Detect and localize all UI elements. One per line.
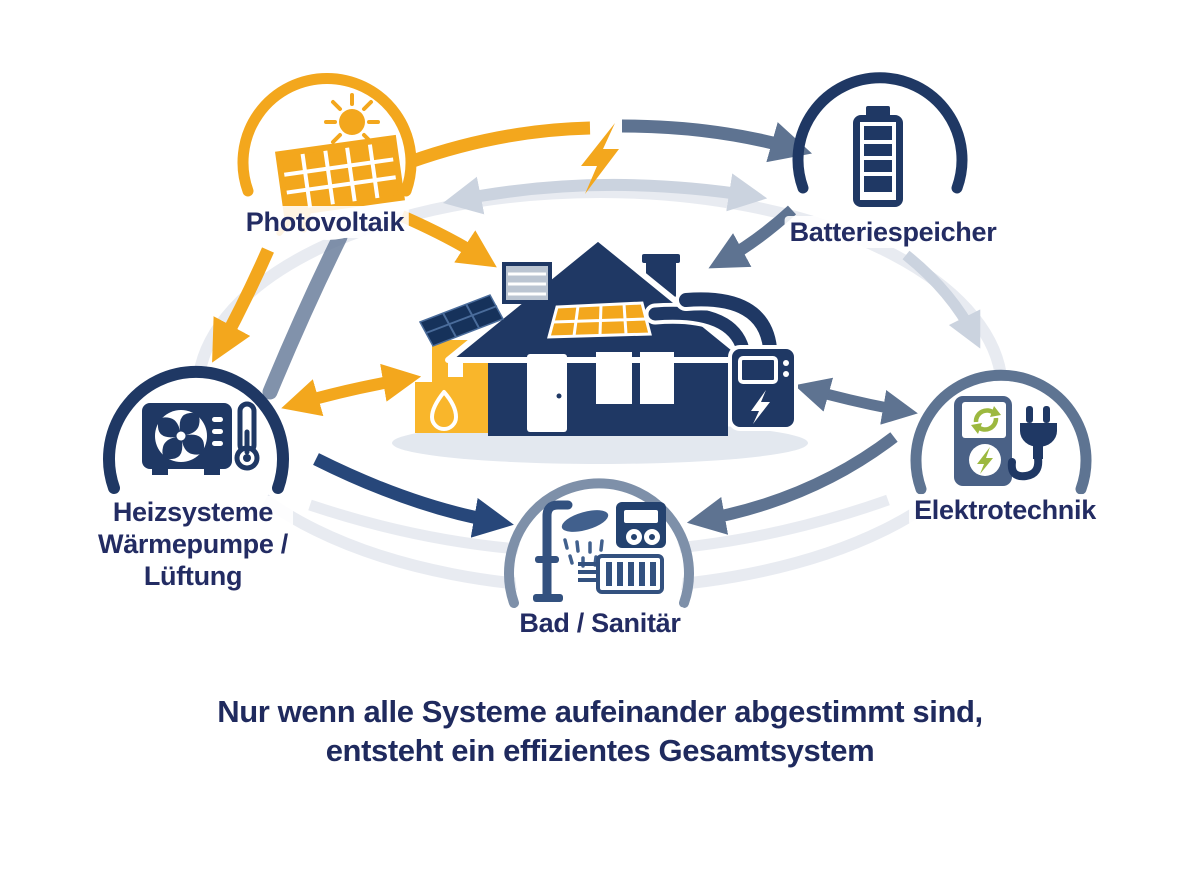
lightning-bolt-icon (581, 123, 619, 194)
heat-pump-thermometer-icon (142, 401, 260, 475)
arrow-heating-to-bath (313, 453, 514, 538)
photovoltaik-ring (237, 73, 417, 197)
bad-sanitaer-label: Bad / Sanitär (514, 607, 686, 639)
battery-icon (853, 106, 903, 207)
arrow-bolt-to-battery-slate (621, 119, 813, 163)
shower-meter-radiator-icon (533, 500, 666, 602)
dormer (502, 262, 552, 304)
heizsysteme-label: Heizsysteme Wärmepumpe / Lüftung (93, 496, 293, 592)
batteriespeicher-ring (792, 72, 968, 194)
annex-window (448, 362, 463, 377)
recycle-icon (971, 406, 1001, 434)
dark-solar-panel (418, 294, 505, 347)
house-icon (392, 235, 808, 464)
chimney-cap (642, 254, 680, 263)
wallbox-pipes (644, 288, 781, 365)
wallbox-battery-unit (728, 345, 798, 431)
arrow-battery-to-electro (902, 250, 981, 349)
radiator-icon (578, 554, 664, 594)
heizsysteme-label-line3: Lüftung (143, 561, 243, 591)
arrow-house-electro-bidirectional (794, 377, 918, 425)
arrow-battery-pv-lightgray (442, 173, 768, 215)
arrow-pv-to-house (399, 210, 497, 268)
window-left (596, 352, 632, 404)
heizsysteme-label-line1: Heizsysteme (112, 497, 274, 527)
edge-arrows (212, 119, 981, 538)
node-photovoltaik (237, 73, 417, 236)
arrow-battery-to-house (708, 205, 797, 269)
arc-top-to-heating (262, 229, 348, 400)
node-elektrotechnik (910, 369, 1092, 495)
solar-panel-sun-icon (275, 93, 405, 236)
water-meter-icon (616, 502, 666, 548)
arrow-heating-house-bidirectional (281, 363, 422, 417)
caption-line1: Nur wenn alle Systeme aufeinander abgest… (217, 694, 983, 729)
arrow-pv-to-heating (212, 247, 274, 363)
flame-icon (430, 390, 458, 431)
photovoltaik-label: Photovoltaik (240, 206, 410, 238)
arrow-electro-to-bath (686, 432, 898, 535)
roof-solar-panel (547, 301, 652, 339)
node-heizsysteme (103, 366, 289, 494)
window-right (640, 352, 674, 404)
ev-charger-plug-icon (954, 396, 1057, 486)
green-bolt-icon (977, 447, 993, 474)
heizsysteme-ring (103, 366, 289, 494)
door (527, 354, 567, 432)
node-batteriespeicher (792, 72, 968, 207)
batteriespeicher-label: Batteriespeicher (784, 216, 1002, 248)
bad-sanitaer-ring (504, 478, 694, 608)
arrow-pv-to-bolt-yellow (407, 121, 591, 169)
door-handle (556, 393, 562, 399)
elektrotechnik-ring (910, 369, 1092, 495)
elektrotechnik-label: Elektrotechnik (909, 494, 1101, 526)
heizsysteme-label-line2: Wärmepumpe / (98, 529, 288, 559)
node-bad-sanitaer (504, 478, 694, 608)
caption-line2: entsteht ein effizientes Gesamtsystem (325, 733, 875, 768)
caption-text: Nur wenn alle Systeme aufeinander abgest… (150, 692, 1050, 770)
